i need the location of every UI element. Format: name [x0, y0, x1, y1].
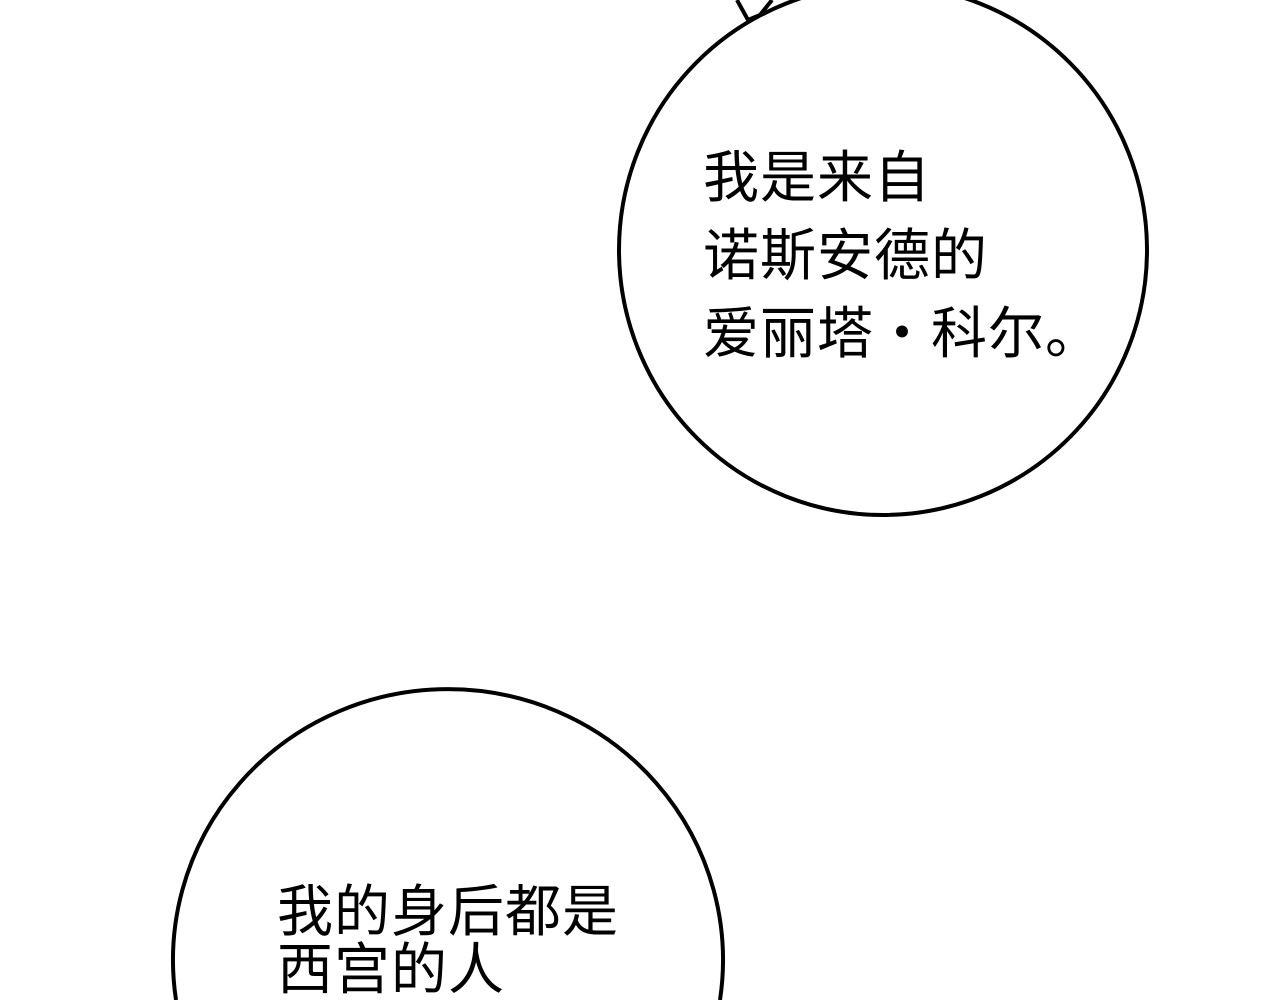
speech-line: 我是来自: [703, 146, 931, 211]
speech-bubble-bottom-left: [171, 687, 725, 1000]
speech-bubble-top-right: [617, 0, 1149, 517]
speech-line: 我的身后都是: [277, 880, 619, 945]
speech-line: 西宫的人: [277, 938, 505, 1003]
speech-line: 诺斯安德的: [703, 224, 988, 289]
speech-text-top-right: 我是来自 诺斯安德的 爱丽塔・科尔。: [703, 140, 1102, 374]
speech-bubble-tail: [735, 0, 774, 23]
speech-text-bottom-left: 我的身后都是 西宫的人: [277, 884, 619, 1000]
speech-line: 爱丽塔・科尔。: [703, 302, 1102, 367]
